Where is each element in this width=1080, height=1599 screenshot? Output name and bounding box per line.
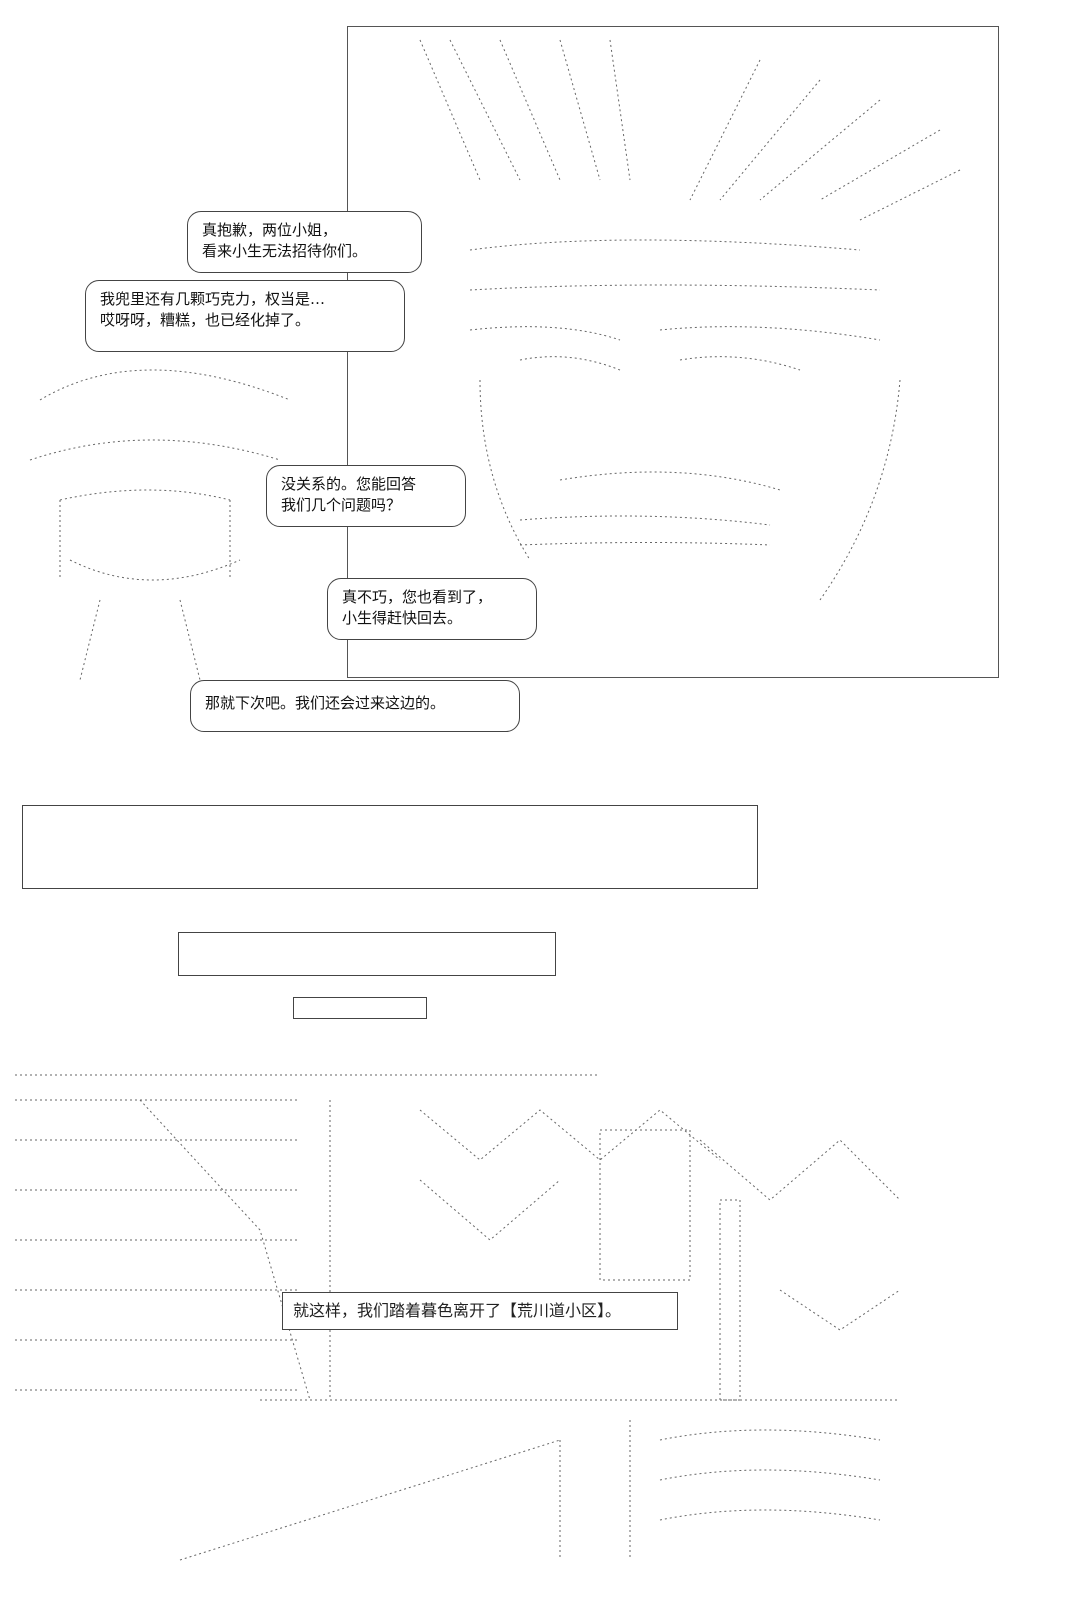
panel-frame-top [347,26,999,678]
bubble-line: 哎呀呀，糟糕，也已经化掉了。 [100,311,311,329]
speech-bubble-2: 我兜里还有几颗巧克力，权当是… 哎呀呀，糟糕，也已经化掉了。 [85,280,405,352]
speech-bubble-5: 那就下次吧。我们还会过来这边的。 [190,680,520,732]
speech-bubble-4: 真不巧，您也看到了， 小生得赶快回去。 [327,578,537,640]
speech-bubble-3: 没关系的。您能回答 我们几个问题吗？ [266,465,466,527]
narration-caption: 就这样，我们踏着暮色离开了【荒川道小区】。 [282,1292,678,1330]
bubble-line: 没关系的。您能回答 [281,475,417,493]
empty-text-box-medium [178,932,556,976]
speech-bubble-1: 真抱歉，两位小姐， 看来小生无法招待你们。 [187,211,422,273]
empty-text-box-large [22,805,758,889]
bubble-line: 那就下次吧。我们还会过来这边的。 [205,694,446,712]
bubble-line: 小生得赶快回去。 [342,609,463,627]
bubble-line: 真抱歉，两位小姐， [202,221,338,239]
bubble-line: 我兜里还有几颗巧克力，权当是… [100,290,326,308]
bubble-line: 我们几个问题吗？ [281,496,402,514]
empty-text-box-small [293,997,427,1019]
bubble-line: 真不巧，您也看到了， [342,588,493,606]
bubble-line: 看来小生无法招待你们。 [202,242,368,260]
